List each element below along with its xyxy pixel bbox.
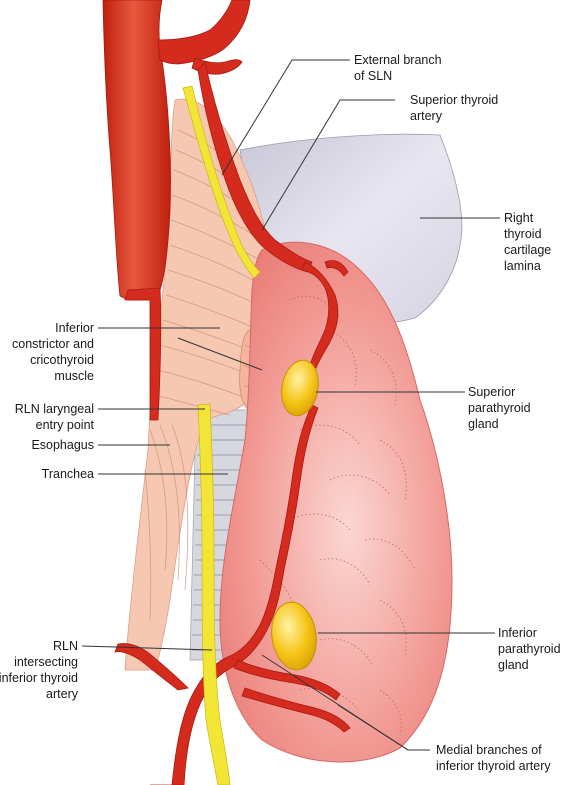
medial-branch-lower <box>241 687 351 733</box>
label-rln-entry-point: RLN laryngeal entry point <box>15 402 95 432</box>
superior-thyroid-artery-twig <box>324 260 349 277</box>
superior-parathyroid-gland <box>281 359 319 417</box>
svg-text:Esophagus: Esophagus <box>31 438 94 452</box>
svg-text:inferior thyroid artery: inferior thyroid artery <box>436 759 551 773</box>
svg-text:lamina: lamina <box>504 259 541 273</box>
svg-text:Inferior: Inferior <box>498 626 537 640</box>
recurrent-laryngeal-nerve <box>197 403 231 785</box>
svg-text:intersecting: intersecting <box>14 655 78 669</box>
label-inferior-constrictor: Inferior constrictor and cricothyroid mu… <box>12 321 94 383</box>
svg-text:parathyroid: parathyroid <box>468 401 531 415</box>
svg-text:Right: Right <box>504 211 534 225</box>
leader-lines <box>81 59 500 751</box>
svg-text:constrictor and: constrictor and <box>12 337 94 351</box>
label-rln-intersecting: RLN intersecting inferior thyroid artery <box>0 639 79 701</box>
inferior-parathyroid-gland <box>271 601 317 671</box>
svg-text:gland: gland <box>498 658 529 672</box>
svg-text:entry point: entry point <box>36 418 95 432</box>
label-external-branch-sln: External branch of SLN <box>354 53 442 83</box>
svg-text:Tranchea: Tranchea <box>42 467 94 481</box>
svg-text:cartilage: cartilage <box>504 243 551 257</box>
label-inferior-parathyroid: Inferior parathyroid gland <box>498 626 561 672</box>
medial-branch-upper <box>233 659 341 701</box>
inferior-thyroid-artery-lower <box>114 643 189 691</box>
label-superior-parathyroid: Superior parathyroid gland <box>468 385 531 431</box>
label-medial-branches: Medial branches of inferior thyroid arte… <box>436 743 551 773</box>
carotid-lower-trunk <box>124 287 162 421</box>
svg-text:artery: artery <box>46 687 79 701</box>
label-right-thyroid-cartilage: Right thyroid cartilage lamina <box>504 211 551 273</box>
svg-text:RLN: RLN <box>53 639 78 653</box>
svg-text:Inferior: Inferior <box>55 321 94 335</box>
svg-text:cricothyroid: cricothyroid <box>30 353 94 367</box>
svg-text:Superior thyroid: Superior thyroid <box>410 93 498 107</box>
svg-text:inferior thyroid: inferior thyroid <box>0 671 78 685</box>
label-esophagus: Esophagus <box>31 438 94 452</box>
svg-text:parathyroid: parathyroid <box>498 642 561 656</box>
svg-text:External branch: External branch <box>354 53 442 67</box>
label-tranchea: Tranchea <box>42 467 94 481</box>
svg-text:muscle: muscle <box>54 369 94 383</box>
svg-text:thyroid: thyroid <box>504 227 542 241</box>
svg-text:Medial branches of: Medial branches of <box>436 743 542 757</box>
external-branch-sln-nerve <box>182 85 261 279</box>
svg-text:artery: artery <box>410 109 443 123</box>
svg-text:of SLN: of SLN <box>354 69 392 83</box>
svg-text:Superior: Superior <box>468 385 515 399</box>
external-carotid-branch <box>157 0 251 65</box>
svg-text:gland: gland <box>468 417 499 431</box>
label-superior-thyroid-artery: Superior thyroid artery <box>410 93 498 123</box>
svg-text:RLN laryngeal: RLN laryngeal <box>15 402 94 416</box>
